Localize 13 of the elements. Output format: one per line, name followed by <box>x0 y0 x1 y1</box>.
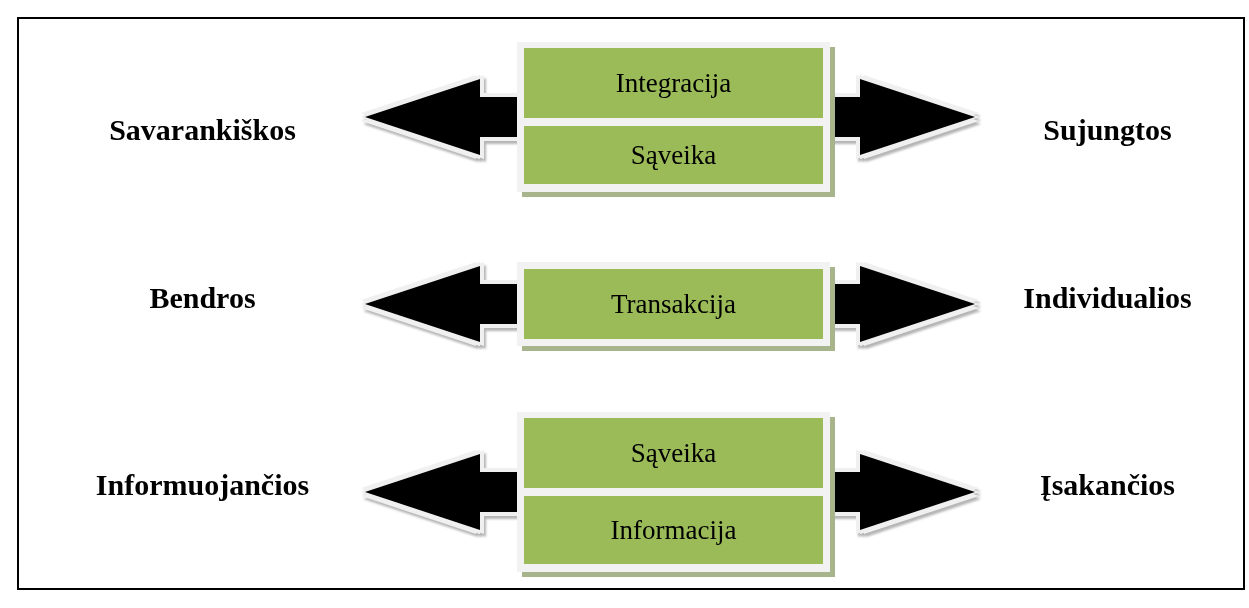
block-arrow <box>365 79 517 155</box>
term-label: Informuojančios <box>40 455 365 515</box>
block-arrow <box>365 454 517 530</box>
block-arrow <box>365 266 517 342</box>
process-box: Sąveika <box>524 418 823 488</box>
term-label: Savarankiškos <box>40 100 365 160</box>
process-box: Informacija <box>524 496 823 564</box>
term-label: Įsakančios <box>975 455 1240 515</box>
term-label: Individualios <box>975 268 1240 328</box>
process-box: Sąveika <box>524 126 823 184</box>
process-box: Integracija <box>524 48 823 118</box>
term-label: Bendros <box>40 268 365 328</box>
term-label: Sujungtos <box>975 100 1240 160</box>
